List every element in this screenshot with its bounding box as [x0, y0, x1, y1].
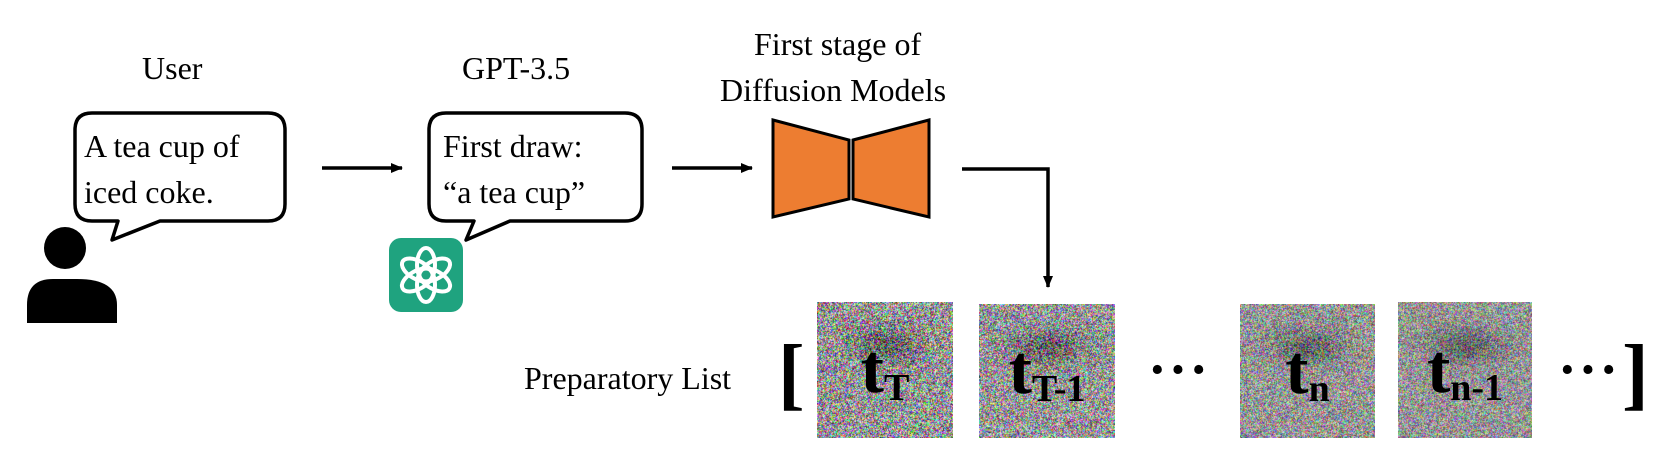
user-title: User: [142, 50, 203, 86]
gpt-speech-bubble: [427, 111, 644, 242]
user-bubble-line1: A tea cup of: [84, 128, 240, 164]
list-ellipsis-middle: ···: [1148, 339, 1211, 401]
tile-main-label: t: [1426, 331, 1451, 408]
gpt-bubble-line2: “a tea cup”: [443, 174, 586, 210]
list-close-bracket: ]: [1622, 330, 1649, 418]
tile-main-label: t: [1008, 332, 1032, 409]
gpt-bubble-line1: First draw:: [443, 128, 583, 164]
tile-sub-label: n: [1308, 368, 1330, 410]
diffusion-title-line1: First stage of: [754, 26, 922, 62]
gpt-title: GPT-3.5: [462, 50, 571, 86]
user-bubble-line2: iced coke.: [84, 174, 214, 210]
user-speech-bubble: [73, 111, 287, 242]
tile-main-label: t: [1285, 332, 1309, 409]
person-icon: [27, 227, 117, 323]
arrow-diffusion-to-list: [962, 167, 1053, 288]
openai-logo-icon: [389, 238, 463, 312]
list-open-bracket: [: [778, 330, 805, 418]
tile-sub-label: n-1: [1450, 367, 1504, 409]
diffusion-title-line2: Diffusion Models: [720, 72, 947, 108]
tile-sub-label: T-1: [1031, 368, 1086, 410]
list-ellipsis-end: ···: [1558, 339, 1621, 401]
tile-main-label: t: [860, 331, 884, 408]
encoder-decoder-icon: [771, 118, 931, 219]
preparatory-list-label: Preparatory List: [524, 360, 732, 396]
tile-sub-label: T: [883, 367, 910, 409]
